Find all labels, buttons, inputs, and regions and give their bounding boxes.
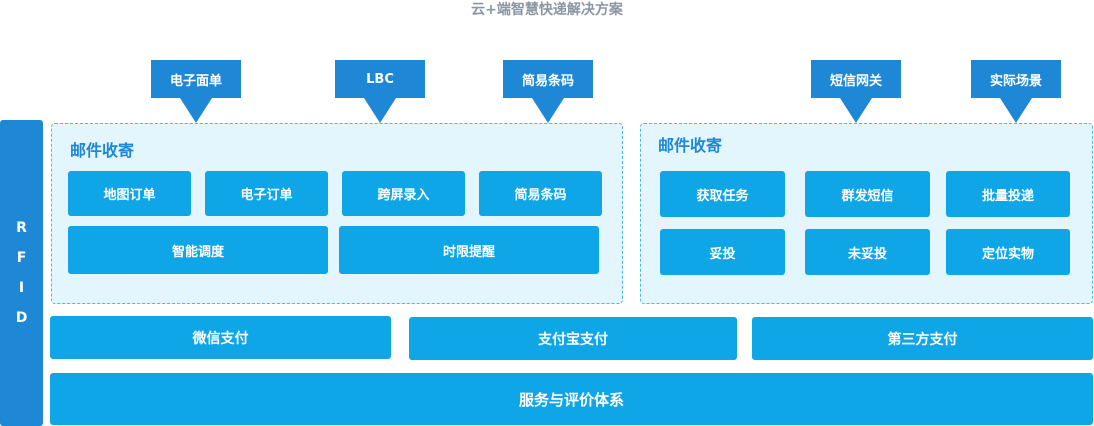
box-batch-delivery: 批量投递 — [946, 171, 1070, 217]
service-evaluation-bar: 服务与评价体系 — [50, 373, 1093, 425]
rfid-letter: D — [15, 310, 28, 326]
rfid-letter: R — [16, 220, 27, 236]
right-panel-title: 邮件收寄 — [658, 136, 723, 155]
arrow-down-icon — [1000, 98, 1032, 123]
tag-lbc: LBC — [335, 60, 425, 98]
tag-sms-gateway: 短信网关 — [811, 60, 901, 98]
box-bulk-sms: 群发短信 — [805, 171, 930, 217]
box-delivered: 妥投 — [660, 229, 785, 275]
box-locate-item: 定位实物 — [946, 229, 1070, 275]
diagram-title: 云+端智慧快递解决方案 — [471, 2, 623, 18]
box-cross-screen-entry: 跨屏录入 — [342, 171, 465, 216]
box-map-order: 地图订单 — [68, 171, 191, 216]
box-smart-dispatch: 智能调度 — [68, 226, 328, 274]
arrow-down-icon — [840, 98, 872, 123]
box-get-task: 获取任务 — [660, 171, 785, 217]
tag-simple-barcode: 简易条码 — [503, 60, 593, 98]
rfid-letter: F — [16, 250, 27, 266]
box-electronic-order: 电子订单 — [205, 171, 328, 216]
box-time-reminder: 时限提醒 — [339, 226, 599, 274]
payment-wechat: 微信支付 — [50, 316, 391, 359]
left-panel-title: 邮件收寄 — [70, 141, 135, 160]
payment-third-party: 第三方支付 — [752, 317, 1093, 360]
arrow-down-icon — [364, 98, 396, 123]
payment-alipay: 支付宝支付 — [409, 317, 737, 360]
tag-electronic-waybill: 电子面单 — [151, 60, 241, 98]
rfid-letter: I — [18, 280, 25, 296]
tag-real-scenario: 实际场景 — [971, 60, 1061, 98]
rfid-bar: R F I D — [0, 120, 43, 426]
arrow-down-icon — [532, 98, 564, 123]
box-undelivered: 未妥投 — [805, 229, 930, 275]
box-simple-barcode: 简易条码 — [479, 171, 602, 216]
arrow-down-icon — [180, 98, 212, 123]
